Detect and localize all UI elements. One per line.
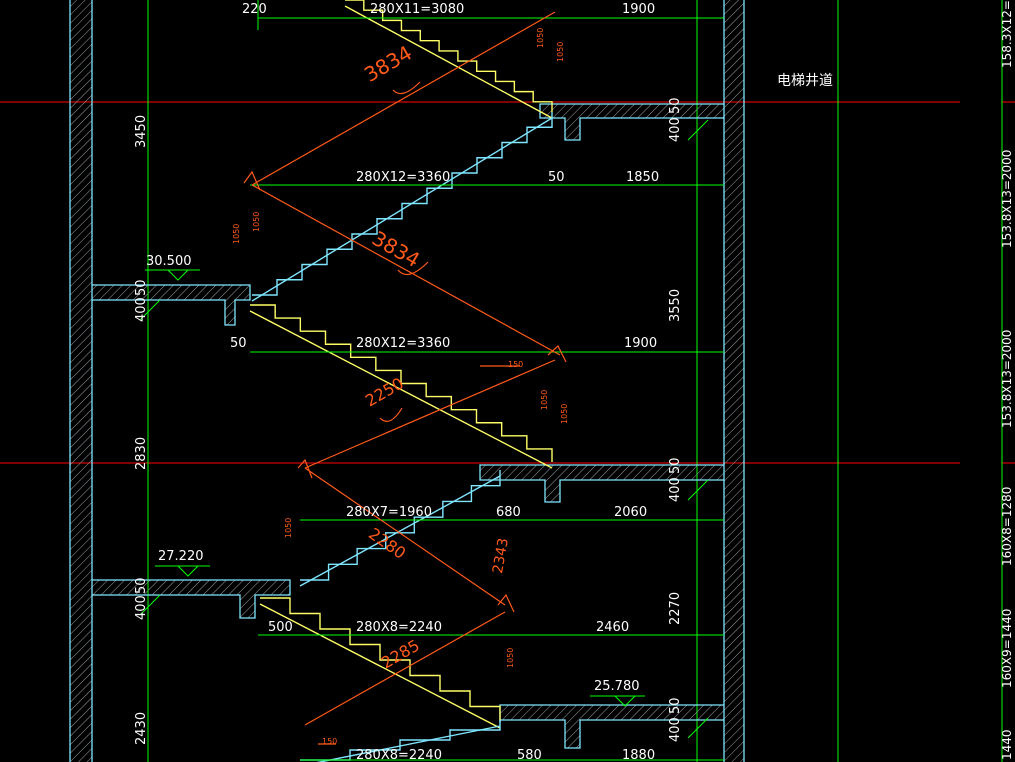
vertical-dimension: 50: [134, 577, 149, 594]
vertical-dimension: 400: [668, 717, 683, 742]
vertical-dimension: 50: [668, 97, 683, 114]
stair-soffit: [299, 475, 501, 587]
rail-height: 1050: [560, 403, 569, 424]
vertical-dimension: 50: [134, 279, 149, 296]
stair-soffit: [344, 5, 553, 119]
stair-steps: [345, 0, 553, 112]
vertical-dimension: 50: [668, 697, 683, 714]
vertical-dimension: 400: [134, 297, 149, 322]
markup-value: 150: [322, 737, 338, 746]
level-mark-2: 27.220: [158, 549, 204, 564]
vertical-dimension: 2270: [668, 591, 683, 625]
dim-run-5: 280X8=2240: [356, 620, 442, 635]
vertical-dimension: 400: [134, 595, 149, 620]
dim-run-5-left: 500: [268, 620, 293, 635]
dim-run-2-mid: 50: [548, 170, 565, 185]
rail-height: 1050: [506, 647, 515, 668]
level-mark-1: 30.500: [146, 254, 192, 269]
slab-lower-right: [479, 464, 725, 503]
right-wall: [723, 0, 745, 762]
floor-slabs: [91, 103, 725, 749]
dim-run-5-right: 2460: [596, 620, 630, 635]
floor-gridlines: [0, 101, 1015, 464]
dim-run-6-right: 1880: [622, 748, 656, 762]
riser-dimension: 153.8X13=2000: [1000, 149, 1014, 248]
slab-mid-left: [91, 284, 251, 326]
markup-annotations: [243, 11, 567, 745]
stair-flights: [249, 0, 553, 762]
rail-height: 1050: [536, 27, 545, 48]
riser-dimension: 1440: [1000, 729, 1014, 760]
vertical-dimension: 3550: [668, 288, 683, 322]
rail-height: 1050: [284, 517, 293, 538]
rail-height: 1050: [540, 389, 549, 410]
stair-soffit: [251, 117, 553, 302]
stair-steps: [252, 112, 553, 296]
stair-soffit: [316, 725, 501, 762]
slab-bottom-left: [91, 579, 291, 619]
rail-height: 1050: [252, 211, 261, 232]
dim-run-1-right: 1900: [622, 2, 656, 17]
left-wall: [69, 0, 93, 762]
dim-run-3-left: 50: [230, 336, 247, 351]
dim-run-2-right: 1850: [626, 170, 660, 185]
rail-height: 1050: [232, 223, 241, 244]
stair-steps: [250, 304, 553, 462]
vertical-dimension: 400: [668, 117, 683, 142]
elevator-shaft-label: 电梯井道: [777, 73, 833, 89]
riser-dimension: 160X8=1280: [1000, 486, 1014, 566]
dim-run-4-mid: 680: [496, 505, 521, 520]
dim-run-3: 280X12=3360: [356, 336, 451, 351]
rail-height: 1050: [556, 41, 565, 62]
riser-dimension: 153.8X13=2000: [1000, 329, 1014, 428]
stair-steps: [300, 470, 501, 581]
slab-upper-right: [539, 103, 725, 141]
stair-soffit: [249, 310, 553, 469]
dim-run-4: 280X7=1960: [346, 505, 432, 520]
dim-top-left-offset: 220: [242, 2, 267, 17]
dim-run-3-right: 1900: [624, 336, 658, 351]
vertical-dimension: 400: [668, 477, 683, 502]
level-mark-3: 25.780: [594, 679, 640, 694]
slab-bottom-right: [499, 704, 725, 749]
riser-dimension: 158.3X12=: [1000, 0, 1014, 68]
dim-run-2: 280X12=3360: [356, 170, 451, 185]
dim-run-1: 280X11=3080: [370, 2, 465, 17]
stair-soffit: [259, 603, 501, 729]
dim-run-6-mid: 580: [517, 748, 542, 762]
vertical-dimension: 50: [668, 457, 683, 474]
horizontal-dimension-lines: [139, 17, 724, 761]
vertical-dimension: 2830: [134, 436, 149, 470]
markup-value: 150: [508, 360, 524, 369]
riser-dimension: 160X9=1440: [1000, 608, 1014, 688]
dim-run-4-right: 2060: [614, 505, 648, 520]
vertical-dimension: 3450: [134, 114, 149, 148]
vertical-dimension: 2430: [134, 711, 149, 745]
stair-steps: [260, 597, 501, 722]
dim-run-6: 280X8=2240: [356, 748, 442, 762]
